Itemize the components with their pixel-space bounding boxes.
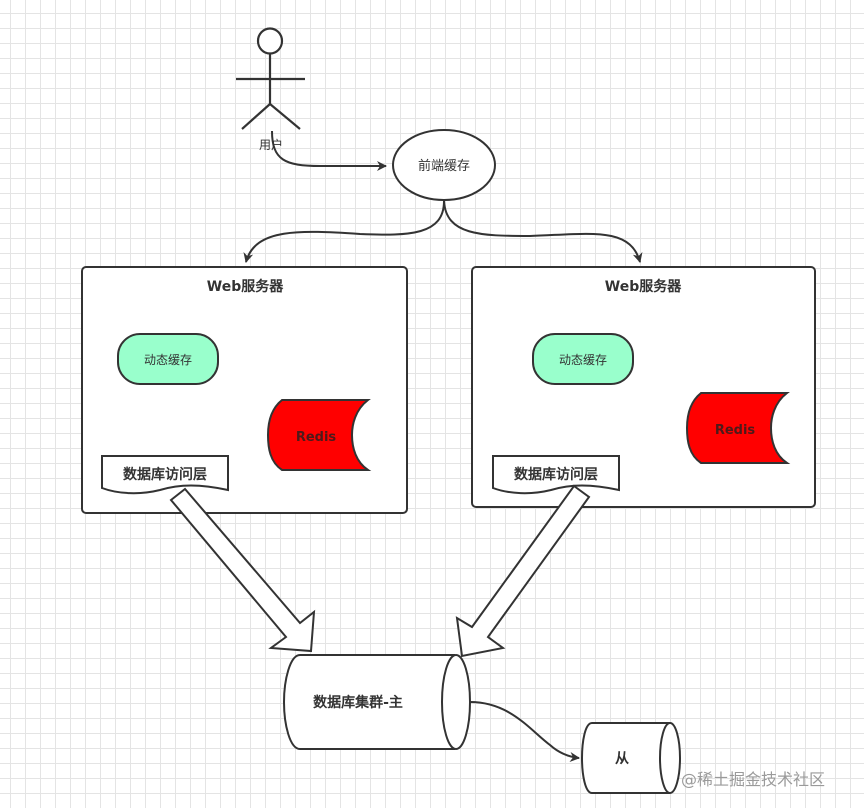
- redis-left[interactable]: Redis: [266, 399, 372, 471]
- redis-left-label: Redis: [296, 430, 337, 445]
- frontend-cache-label: 前端缓存: [418, 158, 470, 174]
- db-access-layer-right[interactable]: 数据库访问层: [492, 455, 620, 495]
- db-master-label: 数据库集群-主: [313, 694, 403, 711]
- block-arrow-right-to-master: [455, 484, 591, 658]
- block-arrow-left-to-master: [169, 487, 316, 653]
- web-server-left[interactable]: Web服务器 动态缓存 Redis 数据库访问层: [81, 266, 408, 514]
- edge-master-to-slave: [469, 701, 580, 762]
- watermark: @稀土掘金技术社区: [681, 770, 826, 789]
- db-access-layer-left-label: 数据库访问层: [123, 466, 207, 483]
- user-label: 用户: [259, 137, 283, 152]
- edge-frontend-to-web-left: [243, 200, 445, 263]
- stick-figure-icon: [236, 27, 305, 130]
- dynamic-cache-right-label: 动态缓存: [559, 353, 607, 367]
- redis-right-label: Redis: [715, 423, 756, 438]
- redis-right[interactable]: Redis: [685, 392, 791, 464]
- edge-frontend-to-web-right: [443, 200, 643, 263]
- edge-user-to-frontend-cache: [271, 130, 387, 171]
- web-server-right[interactable]: Web服务器 动态缓存 Redis 数据库访问层: [471, 266, 816, 508]
- web-server-right-title: Web服务器: [605, 278, 682, 295]
- db-slave-node[interactable]: 从: [580, 722, 681, 794]
- db-access-layer-left[interactable]: 数据库访问层: [101, 455, 229, 495]
- db-slave-label: 从: [615, 751, 629, 767]
- dynamic-cache-left[interactable]: 动态缓存: [117, 333, 219, 385]
- frontend-cache-node[interactable]: 前端缓存: [392, 129, 496, 201]
- db-master-node[interactable]: 数据库集群-主: [282, 654, 471, 750]
- dynamic-cache-left-label: 动态缓存: [144, 353, 192, 367]
- dynamic-cache-right[interactable]: 动态缓存: [532, 333, 634, 385]
- web-server-left-title: Web服务器: [207, 278, 284, 295]
- db-access-layer-right-label: 数据库访问层: [514, 466, 598, 483]
- user-actor[interactable]: 用户: [236, 27, 305, 153]
